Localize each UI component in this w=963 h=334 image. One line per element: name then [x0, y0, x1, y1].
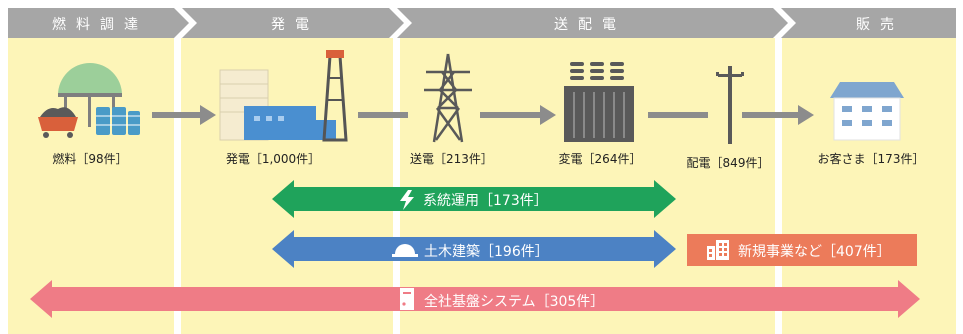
house-icon [830, 82, 904, 141]
infrastructure-system-label: 全社基盤システム［305件］ [424, 294, 605, 310]
chevron-generation [182, 8, 404, 38]
grid-operation-bar [272, 180, 676, 218]
node-label-transmission: 送電［213件］ [410, 152, 493, 166]
stage-chevron-bar [8, 8, 956, 38]
node-label-fuel: 燃料［98件］ [52, 152, 128, 166]
chevron-transmission [397, 8, 788, 38]
lightning-icon [400, 190, 414, 210]
node-label-distribution: 配電［849件］ [686, 156, 770, 170]
node-label-customer: お客さま［173件］ [817, 152, 925, 166]
node-label-substation: 変電［264件］ [558, 152, 642, 166]
substation-icon [564, 62, 634, 142]
building-icon [707, 240, 729, 260]
grid-operation-label: 系統運用［173件］ [423, 193, 548, 209]
node-label-generation: 発電［1,000件］ [225, 152, 321, 166]
flow-arrow-2 [358, 112, 408, 118]
transmission-tower-icon [424, 53, 472, 143]
flow-arrow-3 [480, 105, 556, 125]
flow-arrow-1 [152, 105, 216, 125]
chevron-sales [781, 8, 956, 38]
stage-label-transmission: 送配電 [554, 17, 626, 33]
server-icon [400, 288, 414, 310]
chevron-fuel [8, 8, 189, 38]
utility-pole-icon [716, 66, 744, 144]
flow-arrow-5 [742, 105, 814, 125]
civil-engineering-bar [272, 230, 676, 268]
stage-band-generation [181, 38, 393, 334]
power-plant-icon [219, 50, 348, 142]
new-business-label: 新規事業など［407件］ [738, 244, 891, 260]
infrastructure-system-bar [30, 280, 920, 318]
helmet-icon [392, 244, 418, 257]
stage-label-generation: 発電 [271, 17, 319, 33]
civil-engineering-label: 土木建築［196件］ [424, 244, 549, 260]
flow-arrow-4 [648, 112, 708, 118]
stage-label-fuel: 燃料調達 [52, 17, 148, 33]
stage-label-sales: 販売 [856, 17, 904, 33]
fuel-tank-coal-icon [38, 63, 140, 138]
